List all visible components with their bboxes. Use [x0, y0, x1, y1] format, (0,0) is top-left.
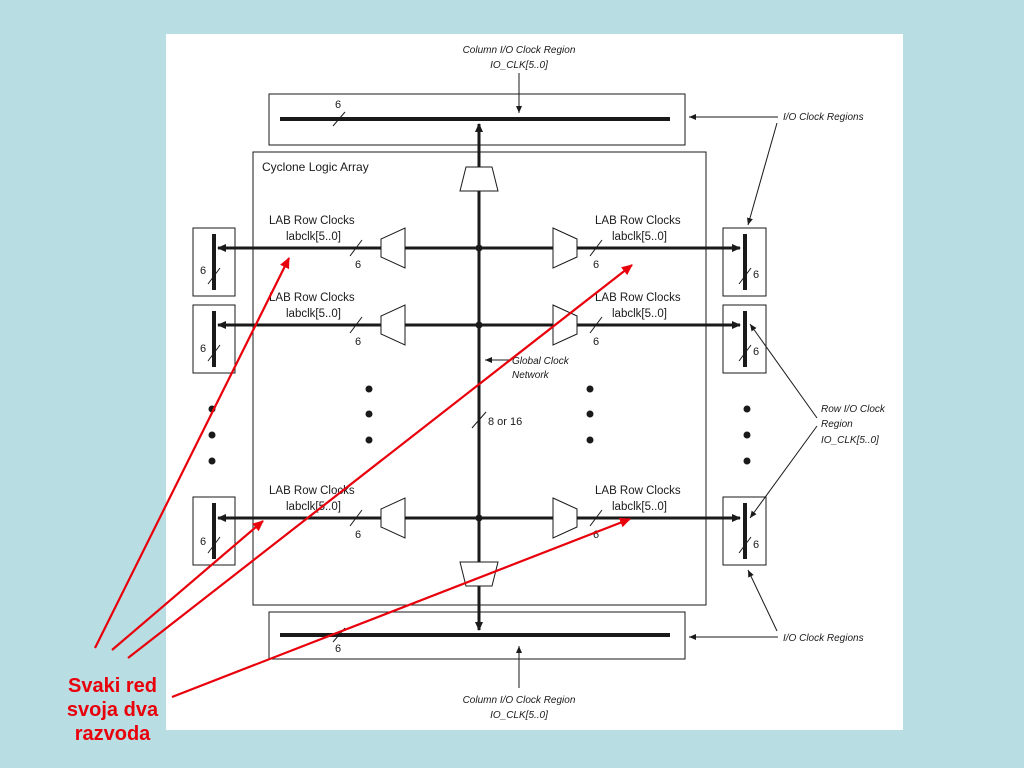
row-3-left-buffer	[380, 497, 406, 539]
top-region-bus: IO_CLK[5..0]	[490, 60, 548, 71]
annotation-arrow-1	[94, 257, 290, 649]
row-2-right-buffer	[552, 304, 578, 346]
row-3-right-buffer	[552, 497, 578, 539]
row-1-left-io-box	[192, 227, 236, 297]
row-1-right-bus-name: labclk[5..0]	[612, 231, 667, 243]
io-clock-regions-top-label: I/O Clock Regions	[783, 112, 864, 123]
row-2-left-buffer	[380, 304, 406, 346]
row-2-right-label: LAB Row Clocks	[595, 292, 681, 304]
row-2-right-bus-name: labclk[5..0]	[612, 308, 667, 320]
row-1-right-slash	[589, 239, 603, 257]
row-3-left-io-box	[192, 496, 236, 566]
row-2-left-io-slash	[207, 344, 221, 362]
caption-line-2: svoja dva	[66, 699, 159, 721]
top-bus-width: 6	[335, 99, 341, 111]
row-2-right-slash	[589, 316, 603, 334]
row-2-junction	[475, 321, 483, 329]
global-clock-label-2: Network	[512, 370, 550, 381]
logic-array-title: Cyclone Logic Array	[262, 160, 369, 174]
row-2-left-slash	[349, 316, 363, 334]
row-io-pointer-2	[749, 425, 818, 519]
top-bus-slash	[332, 111, 346, 127]
row-2-left-bus-name: labclk[5..0]	[286, 308, 341, 320]
io-clock-regions-bottom-label: I/O Clock Regions	[783, 633, 864, 644]
row-1-right-width: 6	[593, 259, 599, 271]
row-io-label: Row I/O Clock	[821, 404, 886, 415]
row-3-right-bus-name: labclk[5..0]	[612, 501, 667, 513]
row-3-right-io-box	[722, 496, 767, 566]
row-1-right-buffer	[552, 227, 578, 269]
annotation-arrows	[94, 257, 633, 699]
top-clock-buffer	[459, 166, 499, 192]
row-1-left-bus-name: labclk[5..0]	[286, 231, 341, 243]
global-clock-label: Global Clock	[512, 356, 570, 367]
row-1-left-io-width: 6	[200, 265, 206, 277]
bottom-bus-width: 6	[335, 643, 341, 655]
row-2-left-width: 6	[355, 336, 361, 348]
row-3-right-io-width: 6	[753, 539, 759, 551]
annotation-arrow-3	[127, 264, 633, 659]
top-io-box	[268, 93, 686, 146]
row-io-pointer-1	[749, 323, 818, 419]
annotation-arrow-4	[171, 517, 631, 699]
row-3-left-io-slash	[207, 536, 221, 554]
row-io-label-2: Region	[821, 419, 853, 430]
row-3-left-label: LAB Row Clocks	[269, 485, 355, 497]
bottom-region-bus: IO_CLK[5..0]	[490, 710, 548, 721]
row-1-left-io-slash	[207, 267, 221, 285]
row-3-right-width: 6	[593, 529, 599, 541]
row-1-right-label: LAB Row Clocks	[595, 215, 681, 227]
global-bus-width: 8 or 16	[488, 416, 522, 428]
bottom-region-label: Column I/O Clock Region	[463, 695, 576, 706]
row-2-right-io-width: 6	[753, 346, 759, 358]
row-2-left-io-box	[192, 304, 236, 374]
row-2-right-io-box	[722, 304, 767, 374]
annotation-arrow-2	[111, 520, 264, 651]
annotation-caption: Svaki red svoja dva razvoda	[30, 674, 195, 746]
io-top-pointer-2	[747, 122, 778, 226]
row-io-bus: IO_CLK[5..0]	[821, 435, 879, 446]
row-3-left-width: 6	[355, 529, 361, 541]
row-1-left-label: LAB Row Clocks	[269, 215, 355, 227]
row-1-right-io-width: 6	[753, 269, 759, 281]
row-2-left-label: LAB Row Clocks	[269, 292, 355, 304]
global-bus-slash	[471, 411, 487, 429]
bottom-io-box	[268, 611, 686, 660]
row-1-left-buffer	[380, 227, 406, 269]
row-1-left-slash	[349, 239, 363, 257]
row-3-right-slash	[589, 509, 603, 527]
row-3-right-label: LAB Row Clocks	[595, 485, 681, 497]
row-3-left-bus-name: labclk[5..0]	[286, 501, 341, 513]
caption-line-3: razvoda	[74, 723, 151, 745]
row-1-right-io-box	[722, 227, 767, 297]
row-1-junction	[475, 244, 483, 252]
row-3-right-io-slash	[738, 536, 752, 554]
row-1-left-width: 6	[355, 259, 361, 271]
lab-row-1: LAB Row Clocks labclk[5..0] LAB Row Cloc…	[192, 215, 767, 297]
caption-line-1: Svaki red	[68, 675, 157, 697]
top-region-label: Column I/O Clock Region	[463, 45, 576, 56]
row-3-left-slash	[349, 509, 363, 527]
row-3-left-io-width: 6	[200, 536, 206, 548]
row-3-junction	[475, 514, 483, 522]
bottom-clock-buffer	[459, 561, 499, 587]
lab-row-2: LAB Row Clocks labclk[5..0] LAB Row Cloc…	[192, 292, 767, 374]
row-1-right-io-slash	[738, 267, 752, 285]
diagram-panel	[166, 34, 903, 730]
row-2-right-width: 6	[593, 336, 599, 348]
row-2-right-io-slash	[738, 344, 752, 362]
io-bottom-pointer-2	[747, 569, 778, 632]
row-2-left-io-width: 6	[200, 343, 206, 355]
